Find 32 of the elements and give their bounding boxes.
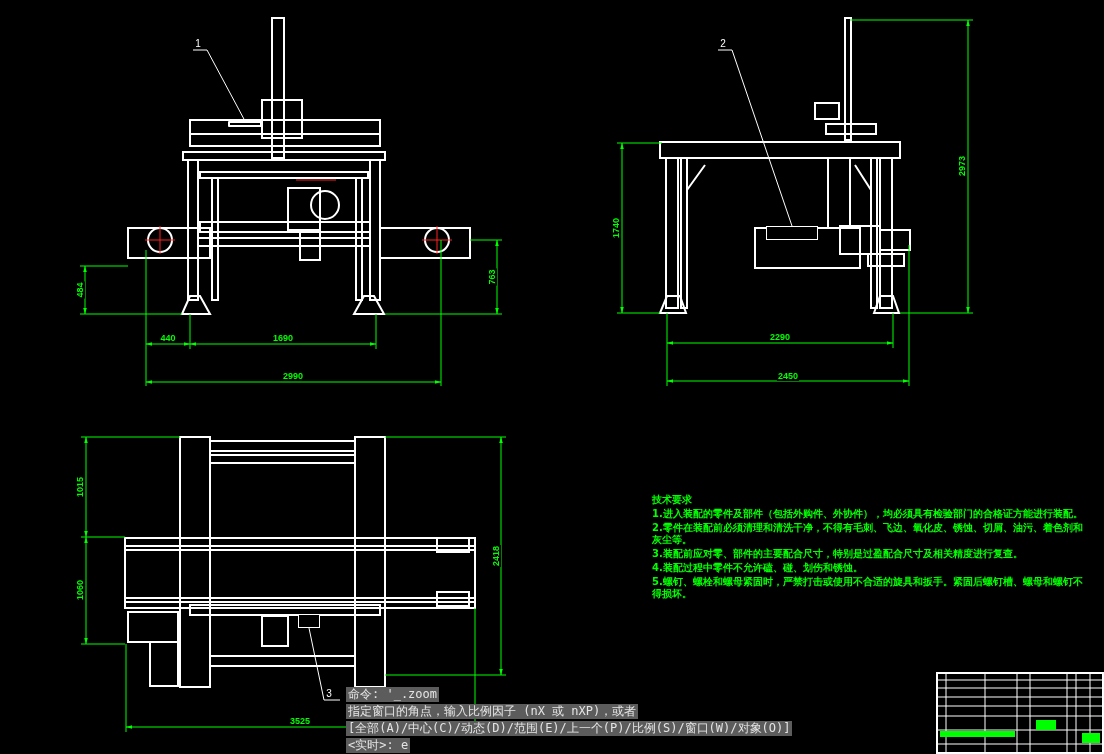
dimension-value: 1060 bbox=[75, 579, 85, 601]
dimension-value: 2290 bbox=[769, 332, 791, 342]
dimension-value: 440 bbox=[159, 333, 177, 343]
technical-note: 2.零件在装配前必须清理和清洗干净，不得有毛刺、飞边、氧化皮、锈蚀、切屑、油污、着色剂和灰尘等。 bbox=[652, 522, 1084, 546]
dimension-value: 2450 bbox=[777, 371, 799, 381]
leader-line bbox=[717, 49, 793, 227]
callout-number: 1 bbox=[193, 38, 203, 50]
dimension-value: 2418 bbox=[491, 545, 501, 567]
carriage-beam bbox=[228, 121, 262, 127]
dimension-value: 1740 bbox=[611, 217, 621, 239]
dimension-value: 3525 bbox=[289, 716, 311, 726]
command-line-text: 命令: '_.zoom bbox=[346, 687, 440, 702]
callout-number: 3 bbox=[324, 688, 334, 700]
dimension-value: 763 bbox=[487, 268, 497, 286]
technical-note: 4.装配过程中零件不允许磕、碰、划伤和锈蚀。 bbox=[652, 562, 864, 574]
command-line-text: <实时>: e bbox=[346, 738, 411, 753]
leader-line bbox=[308, 627, 341, 701]
dimension-value: 484 bbox=[75, 281, 85, 299]
dimension-value: 1015 bbox=[75, 476, 85, 498]
notes-heading: 技术要求 bbox=[652, 494, 693, 506]
technical-note: 3.装配前应对零、部件的主要配合尺寸，特别是过盈配合尺寸及相关精度进行复查。 bbox=[652, 548, 1024, 560]
command-line-text: 指定窗口的角点，输入比例因子 (nX 或 nXP)，或者 bbox=[346, 704, 639, 719]
leader-line bbox=[192, 49, 246, 122]
technical-note: 1.进入装配的零件及部件（包括外购件、外协件），均必须具有检验部门的合格证方能进行装配。 bbox=[652, 508, 1084, 520]
callout-number: 2 bbox=[718, 38, 728, 50]
dimension-value: 2990 bbox=[282, 371, 304, 381]
dimension-value: 1690 bbox=[272, 333, 294, 343]
machine-part bbox=[766, 226, 818, 240]
dimension-value: 2973 bbox=[957, 155, 967, 177]
technical-note: 5.螺钉、螺栓和螺母紧固时，严禁打击或使用不合适的旋具和扳手。紧固后螺钉槽、螺母和螺钉不得损坏。 bbox=[652, 576, 1084, 600]
command-line-text: [全部(A)/中心(C)/动态(D)/范围(E)/上一个(P)/比例(S)/窗口(W)/对象(O)] bbox=[346, 721, 793, 736]
machine-part bbox=[298, 614, 320, 628]
